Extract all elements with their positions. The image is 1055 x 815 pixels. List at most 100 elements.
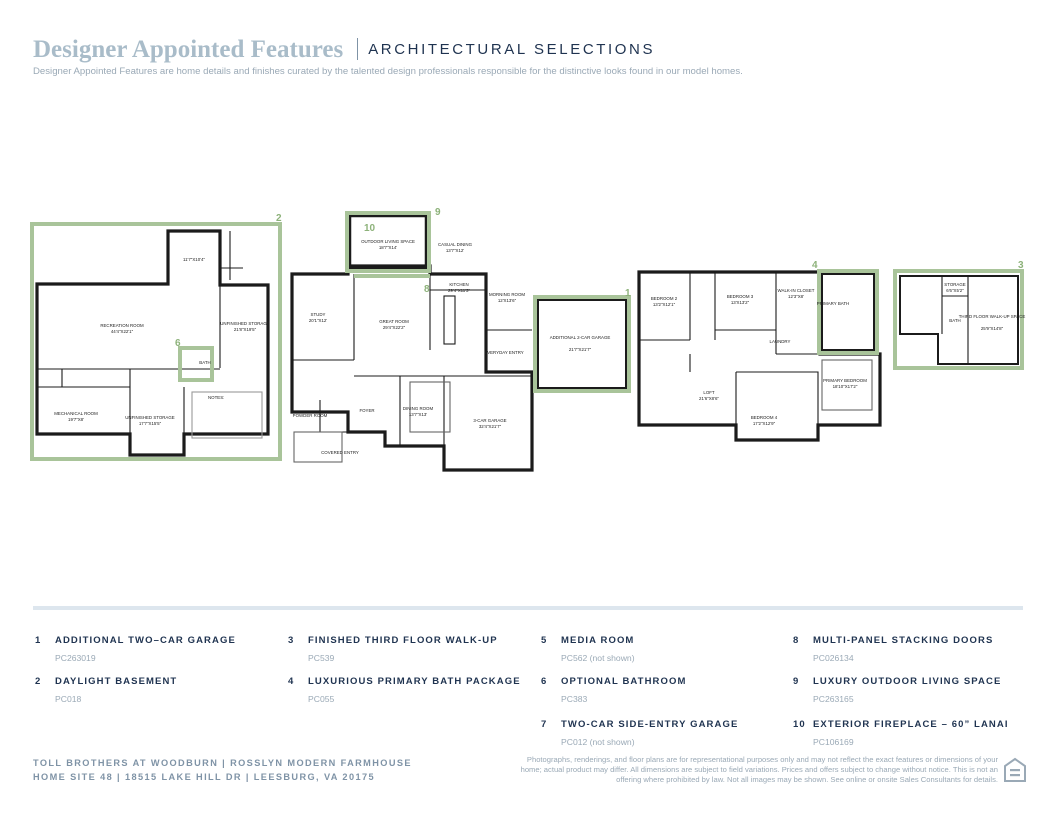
feature-code: PC026134 — [813, 653, 854, 663]
feature-code: PC562 (not shown) — [561, 653, 635, 663]
room-three-car-garage-dim: 32'4"X21'7" — [479, 424, 502, 429]
room-dining: DINING ROOM — [403, 406, 434, 411]
room-dining-dim: 13'7"X13' — [409, 412, 428, 417]
feature-number: 9 — [793, 676, 800, 687]
equal-housing-icon — [1004, 757, 1026, 782]
room-bedroom-4-dim: 17'2"X12'9" — [753, 421, 776, 426]
feature-item-7: 7 TWO-CAR SIDE-ENTRY GARAGE PC012 (not sh… — [541, 719, 781, 747]
feature-label: EXTERIOR FIREPLACE – 60” LANAI — [813, 719, 1009, 730]
room-recreation-dim: 44'4"X22'1" — [111, 329, 134, 334]
callout-8: 8 — [424, 284, 430, 295]
room-study: STUDY — [311, 312, 326, 317]
feature-number: 5 — [541, 635, 548, 646]
feature-label: FINISHED THIRD FLOOR WALK-UP — [308, 635, 498, 646]
room-three-car-garage: 3-CAR GARAGE — [473, 418, 506, 423]
room-great-dim: 29'4"X22'2" — [383, 325, 406, 330]
feature-code: PC055 — [308, 694, 335, 704]
feature-number: 1 — [35, 635, 42, 646]
feature-label: MEDIA ROOM — [561, 635, 635, 646]
room-foyer: FOYER — [359, 408, 374, 413]
third-floor-outline — [899, 275, 1019, 365]
first-floor-outline — [290, 264, 534, 472]
notes-label: NOTES: — [208, 395, 224, 400]
room-covered-entry: COVERED ENTRY — [321, 450, 359, 455]
feature-code: PC539 — [308, 653, 335, 663]
feature-label: DAYLIGHT BASEMENT — [55, 676, 178, 687]
room-storage: STORAGE — [944, 282, 965, 287]
room-morning: MORNING ROOM — [489, 292, 525, 297]
room-additional-garage-dim: 21'7"X21'7" — [569, 347, 592, 352]
additional-garage-plan: ADDITIONAL 2-CAR GARAGE 21'7"X21'7" 1 — [533, 288, 631, 393]
feature-label: OPTIONAL BATHROOM — [561, 676, 687, 687]
room-bath-basement: BATH — [199, 360, 210, 365]
room-walk-in-closet-dim: 12'3"X8' — [788, 294, 804, 299]
feature-label: MULTI-PANEL STACKING DOORS — [813, 635, 994, 646]
room-kitchen: KITCHEN — [449, 282, 468, 287]
room-primary-bath: PRIMARY BATH — [817, 301, 849, 306]
feature-code: PC383 — [561, 694, 588, 704]
room-study-dim: 20'1"X12' — [309, 318, 328, 323]
room-outdoor-living-dim: 18'7"X14' — [379, 245, 398, 250]
feature-item-5: 5 MEDIA ROOM PC562 (not shown) — [541, 635, 781, 663]
footer-address: HOME SITE 48 | 18515 LAKE HILL DR | LEES… — [33, 772, 375, 782]
first-floor-plan: OUTDOOR LIVING SPACE 18'7"X14' CASUAL DI… — [290, 207, 534, 472]
callout-4: 4 — [812, 260, 818, 271]
callout-9: 9 — [435, 207, 441, 218]
feature-number: 6 — [541, 676, 548, 687]
room-primary-bedroom-dim: 18'10"X17'2" — [833, 384, 858, 389]
room-bedroom-3-dim: 13'X13'2" — [731, 300, 750, 305]
floor-plans: .w{fill:none;stroke:#1b1b1b;stroke-width… — [30, 207, 1025, 472]
callout-10-outline — [345, 211, 431, 273]
room-bedroom-4: BEDROOM 4 — [751, 415, 778, 420]
room-loft-dim: 21'6"X8'6" — [699, 396, 719, 401]
room-third-floor-dim: 25'9"X14'8" — [981, 326, 1004, 331]
feature-label: TWO-CAR SIDE-ENTRY GARAGE — [561, 719, 739, 730]
footer-disclaimer: Photographs, renderings, and floor plans… — [520, 755, 998, 784]
room-storage-dim: 6'6"X5'2" — [946, 288, 964, 293]
room-powder: POWDER ROOM — [293, 413, 328, 418]
second-floor-plan: BEDROOM 2 13'2"X12'1" BEDROOM 3 13'X13'2… — [637, 260, 882, 442]
callout-3-outline — [893, 269, 1024, 370]
room-great: GREAT ROOM — [379, 319, 409, 324]
room-walk-in-closet: WALK-IN CLOSET — [778, 288, 815, 293]
callout-2: 2 — [276, 213, 282, 224]
room-primary-bedroom: PRIMARY BEDROOM — [823, 378, 867, 383]
room-loft: LOFT — [703, 390, 715, 395]
callout-1-outline — [533, 295, 631, 393]
room-unfinished-storage-b: UNFINISHED STORAGE — [125, 415, 175, 420]
footer-community: TOLL BROTHERS AT WOODBURN | ROSSLYN MODE… — [33, 758, 412, 768]
room-bedroom-3: BEDROOM 3 — [727, 294, 754, 299]
title-divider — [357, 38, 359, 60]
callout-3: 3 — [1018, 260, 1024, 271]
feature-number: 2 — [35, 676, 42, 687]
feature-code: PC106169 — [813, 737, 854, 747]
room-outdoor-living: OUTDOOR LIVING SPACE — [361, 239, 415, 244]
room-bath-third: BATH — [949, 318, 960, 323]
feature-code: PC012 (not shown) — [561, 737, 635, 747]
room-bedroom-2: BEDROOM 2 — [651, 296, 678, 301]
basement-plan: RECREATION ROOM 44'4"X22'1" 11'7"X10'4" … — [30, 213, 282, 461]
callout-2-outline — [30, 222, 282, 461]
feature-number: 10 — [793, 719, 806, 730]
room-casual-dining: CASUAL DINING — [438, 242, 473, 247]
room-laundry: LAUNDRY — [770, 339, 791, 344]
feature-number: 7 — [541, 719, 548, 730]
feature-code: PC263165 — [813, 694, 854, 704]
third-floor-plan: STORAGE 6'6"X5'2" BATH THIRD FLOOR WALK-… — [893, 260, 1025, 370]
room-unfinished-storage-b-dim: 17'7"X15'5" — [139, 421, 162, 426]
feature-label: ADDITIONAL TWO–CAR GARAGE — [55, 635, 236, 646]
callout-4-outline — [817, 269, 879, 355]
room-morning-dim: 12'X13'6" — [498, 298, 517, 303]
room-bedroom-2-dim: 13'2"X12'1" — [653, 302, 676, 307]
title-main: Designer Appointed Features — [33, 36, 344, 63]
feature-code: PC263019 — [55, 653, 96, 663]
room-additional-garage: ADDITIONAL 2-CAR GARAGE — [550, 335, 611, 340]
room-kitchen-dim: 29'4"X11'3" — [448, 288, 470, 293]
room-unfinished-storage-r-dim: 21'8"X19'5" — [234, 327, 257, 332]
callout-10: 10 — [364, 223, 376, 234]
room-mechanical: MECHANICAL ROOM — [54, 411, 98, 416]
